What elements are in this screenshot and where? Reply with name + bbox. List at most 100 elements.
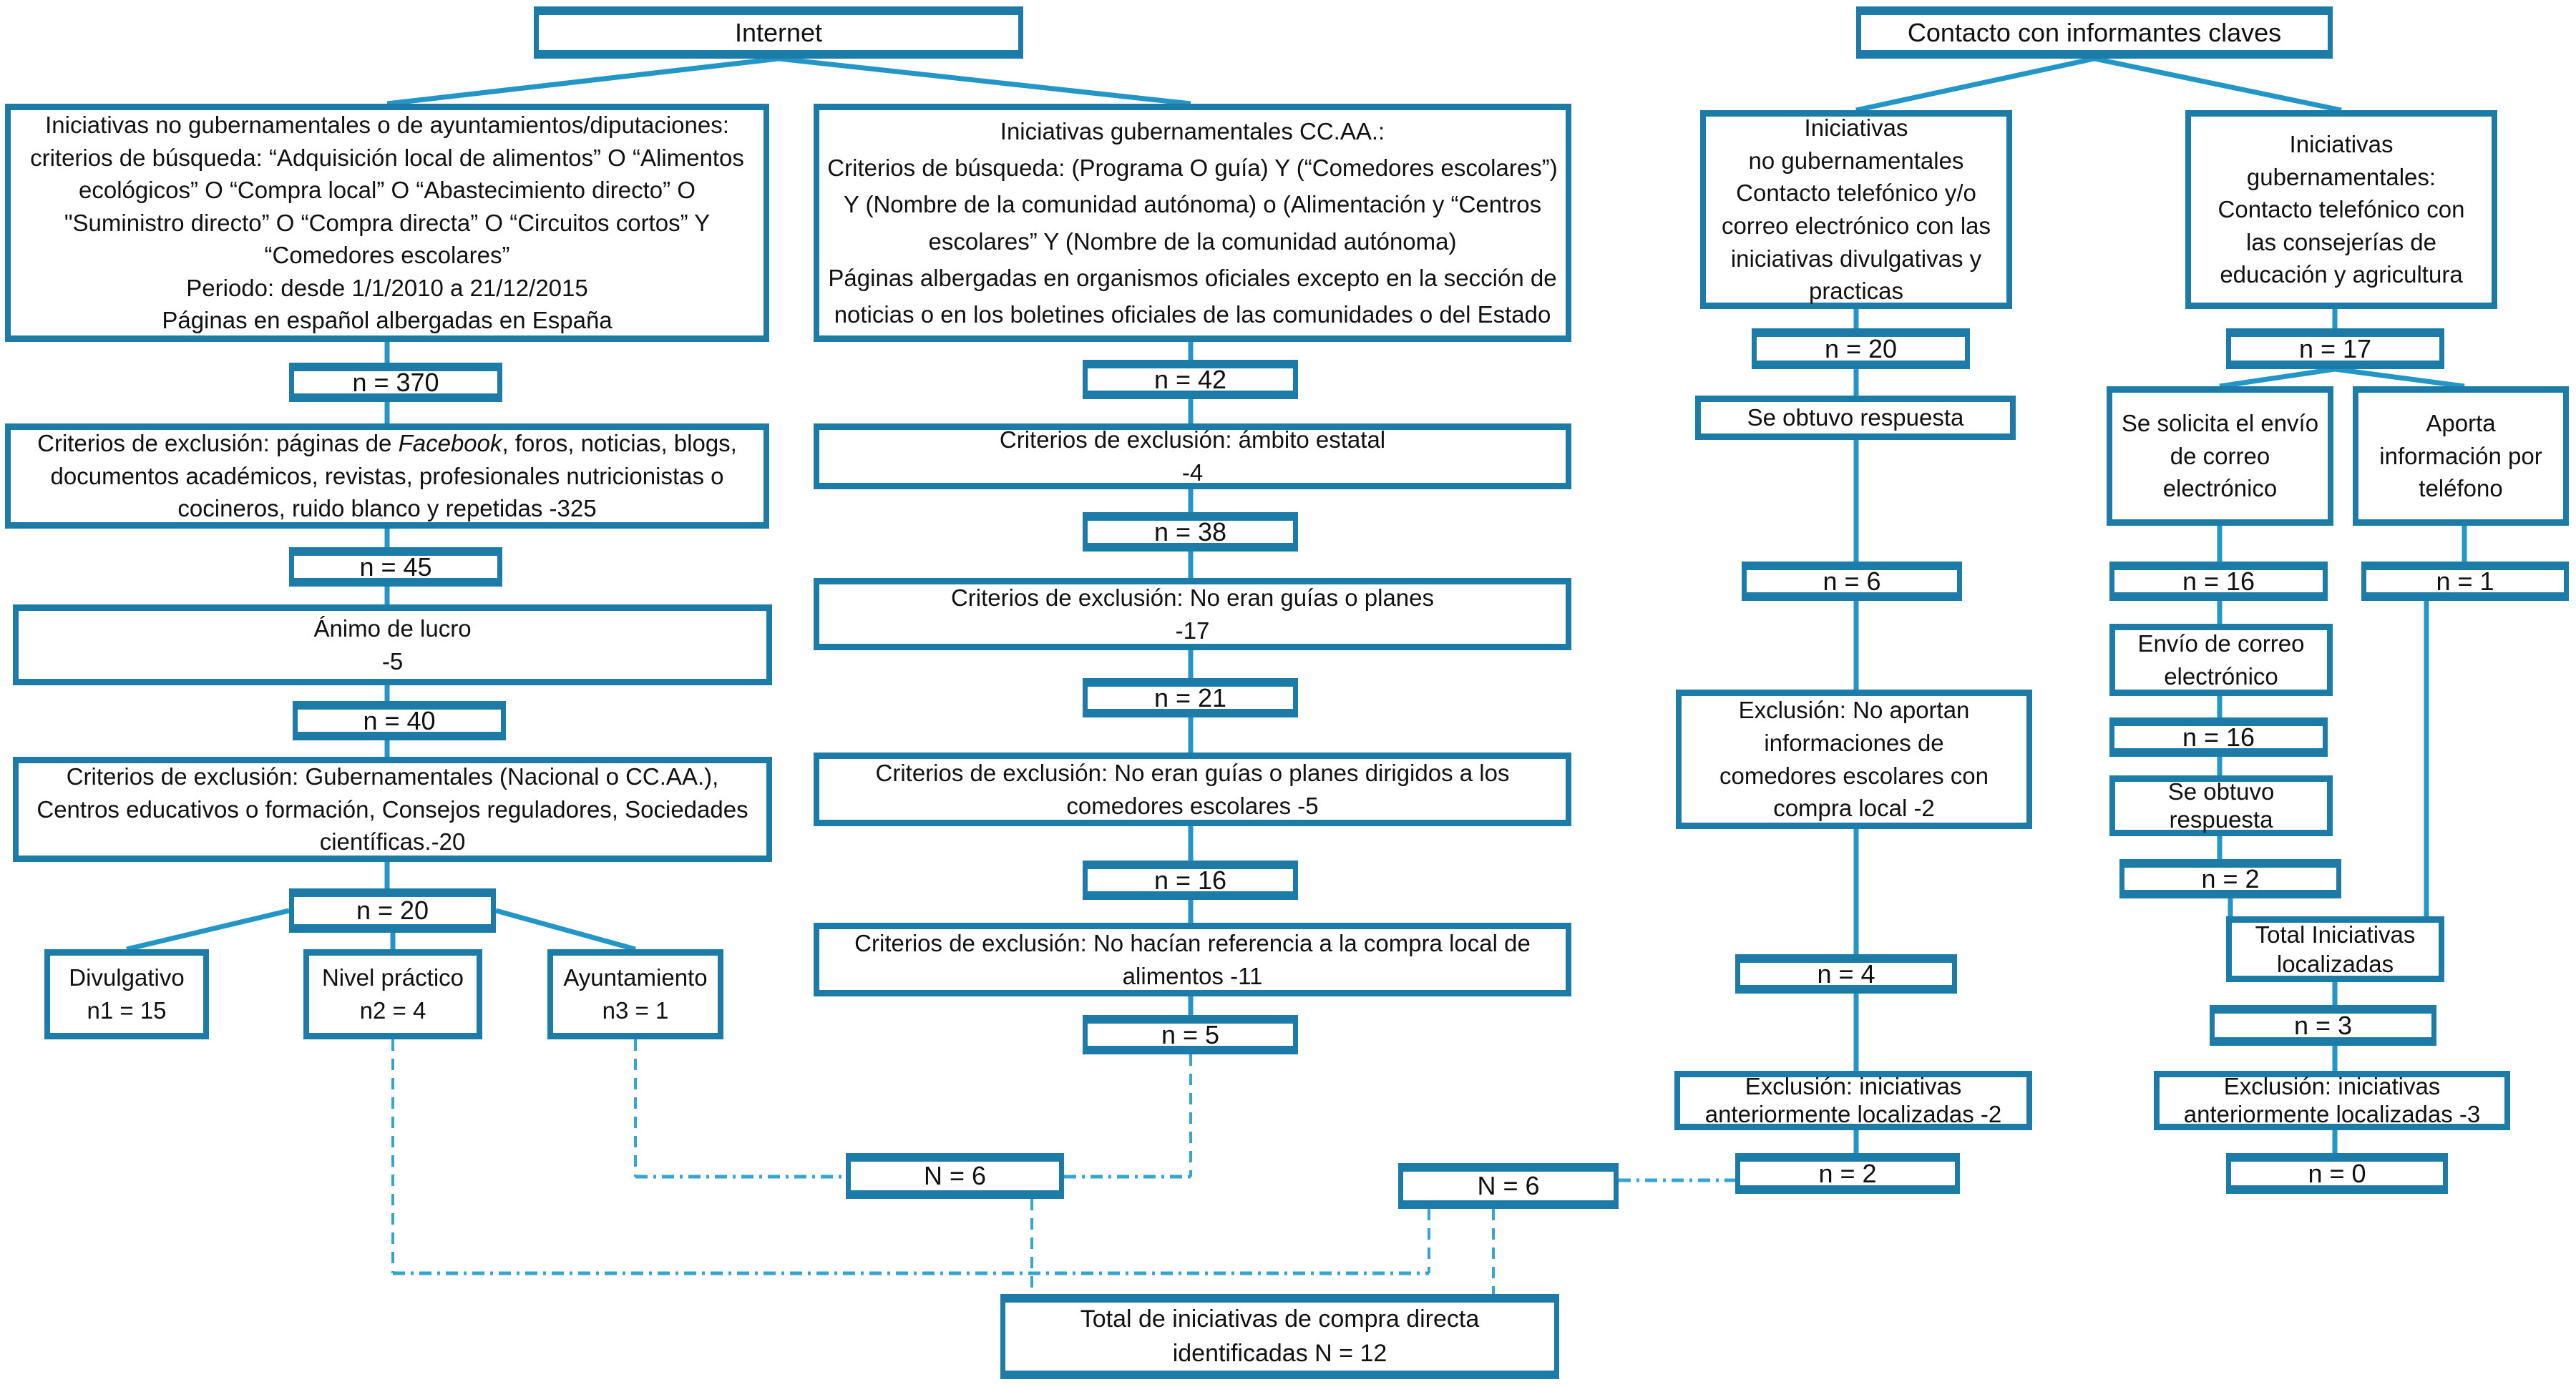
col4-n3-box: n = 3 <box>2210 1005 2436 1046</box>
text-line: n = 21 <box>1153 682 1227 712</box>
text-line: n = 370 <box>352 367 439 397</box>
text-line: Contacto telefónico y/o <box>1736 180 1976 207</box>
text-line: Exclusión: No aportan <box>1738 697 1970 724</box>
text-line: electrónico <box>2164 662 2278 690</box>
text-line: Exclusión: iniciativas <box>1745 1072 1962 1099</box>
text-line: N = 6 <box>1477 1171 1540 1201</box>
text-line: n = 20 <box>356 896 429 926</box>
connector-contacto-to-col4 <box>2094 56 2342 113</box>
text-line: Nivel práctico <box>321 964 464 991</box>
text-line: cocineros, ruido blanco y repetidas -325 <box>177 495 597 522</box>
col1-n40-box: n = 40 <box>293 701 506 740</box>
text-line: Criterios de exclusión: No eran guías o … <box>950 584 1435 611</box>
col4-n2-box: n = 2 <box>2119 859 2341 898</box>
text-line: n = 38 <box>1153 516 1227 547</box>
col2-search-criteria-box: Iniciativas gubernamentales CC.AA.: Crite… <box>814 104 1571 342</box>
text-line: -17 <box>1175 617 1210 644</box>
text-line: Iniciativas gubernamentales CC.AA.: <box>1000 118 1385 145</box>
col3-n4-box: n = 4 <box>1735 954 1957 994</box>
text-line: n = 40 <box>363 705 436 735</box>
col4-n16-box: n = 16 <box>2109 562 2328 601</box>
text-line: n = 16 <box>1153 865 1227 895</box>
text-line: n3 = 1 <box>602 997 669 1024</box>
text-line: n = 45 <box>359 552 432 582</box>
text-line: Exclusión: iniciativas <box>2223 1072 2441 1099</box>
col4-n0-box: n = 0 <box>2226 1153 2448 1194</box>
text-line: -4 <box>1181 459 1204 486</box>
text-line: n = 1 <box>2436 566 2494 596</box>
informantes-total-N6-box: N = 6 <box>1398 1163 1619 1209</box>
text-line: “Comedores escolares” <box>264 242 510 269</box>
text-line: n = 6 <box>1823 566 1881 596</box>
col2-n5-box: n = 5 <box>1083 1015 1298 1054</box>
col4-n17-box: n = 17 <box>2226 328 2444 369</box>
italic-text-segment: Facebook <box>398 430 502 457</box>
col2-n42-box: n = 42 <box>1083 360 1298 399</box>
text-line: -5 <box>381 647 404 675</box>
col2-exclusion-referencia-box: Criterios de exclusión: No hacían refere… <box>814 923 1571 996</box>
text-line: n = 16 <box>2182 722 2255 752</box>
text-line: Páginas albergadas en organismos oficial… <box>828 264 1557 291</box>
text-line: Se obtuvo respuesta <box>1747 404 1964 431</box>
text-line: comedores escolares con <box>1719 762 1989 789</box>
text-line: n = 42 <box>1153 364 1227 394</box>
text-line: Criterios de búsqueda: (Programa O guía)… <box>827 155 1558 182</box>
text-line: n = 20 <box>1824 333 1898 363</box>
text-line: anteriormente localizadas -2 <box>1704 1100 2002 1127</box>
text-line: científicas.-20 <box>319 828 466 856</box>
col4-iniciativas-gub-box: Iniciativas gubernamentales: Contacto tele… <box>2185 110 2497 309</box>
text-line: n = 3 <box>2293 1010 2353 1040</box>
connector-contacto-to-col3 <box>1855 56 2095 113</box>
text-line: ecológicos” O “Compra local” O “Abasteci… <box>79 177 696 204</box>
text-line: Total de iniciativas de compra directa <box>1080 1305 1480 1333</box>
text-line: Ánimo de lucro <box>313 614 472 642</box>
text-line: las consejerías de <box>2246 228 2436 255</box>
text-line: Centros educativos o formación, Consejos… <box>36 795 748 823</box>
connector-n20-to-ayuntamiento <box>495 908 636 952</box>
text-line: N = 6 <box>923 1161 987 1191</box>
col1-n45-box: n = 45 <box>289 547 502 587</box>
text-line: información por <box>2379 442 2542 469</box>
text-line: teléfono <box>2419 475 2503 502</box>
text-line: Contacto telefónico con <box>2218 196 2465 223</box>
connector-internet-to-col2 <box>778 56 1191 107</box>
text-line: no gubernamentales <box>1748 147 1964 174</box>
text-line: comedores escolares -5 <box>1066 792 1319 819</box>
text-line: Total Iniciativas <box>2255 921 2416 948</box>
text-line: Criterios de exclusión: Gubernamentales … <box>66 763 719 790</box>
text-line: documentos académicos, revistas, profesi… <box>50 462 724 489</box>
col1-search-criteria-box: Iniciativas no gubernamentales o de ayun… <box>5 104 769 342</box>
text-line: gubernamentales: <box>2246 163 2436 190</box>
connector-n17-to-se-solicita <box>2219 366 2336 389</box>
text-line: Iniciativas <box>2289 131 2394 158</box>
col2-n38-box: n = 38 <box>1083 512 1298 552</box>
text-segment: , foros, noticias, blogs, <box>502 430 737 457</box>
col2-exclusion-guias-box: Criterios de exclusión: No eran guías o … <box>814 578 1571 650</box>
text-line: Y (Nombre de la comunidad autónoma) o (A… <box>843 191 1542 218</box>
text-line: n = 17 <box>2298 333 2372 363</box>
col1-exclusion-facebook-box: Criterios de exclusión: páginas de Faceb… <box>5 423 769 529</box>
col2-n21-box: n = 21 <box>1083 678 1298 717</box>
col3-n2-box: n = 2 <box>1735 1153 1960 1194</box>
text-line: noticias o en los boletines oficiales de… <box>834 300 1551 328</box>
text-line: compra local -2 <box>1773 795 1935 822</box>
col2-n16-box: n = 16 <box>1083 861 1298 900</box>
text-line: alimentos -11 <box>1122 962 1263 989</box>
text-line: iniciativas divulgativas y <box>1730 245 1982 272</box>
text-line: Divulgativo <box>69 964 185 991</box>
text-line: practicas <box>1808 278 1904 305</box>
text-line: Contacto con informantes claves <box>1907 17 2282 47</box>
text-line: n = 2 <box>2201 863 2260 893</box>
text-line: n = 5 <box>1161 1019 1220 1049</box>
